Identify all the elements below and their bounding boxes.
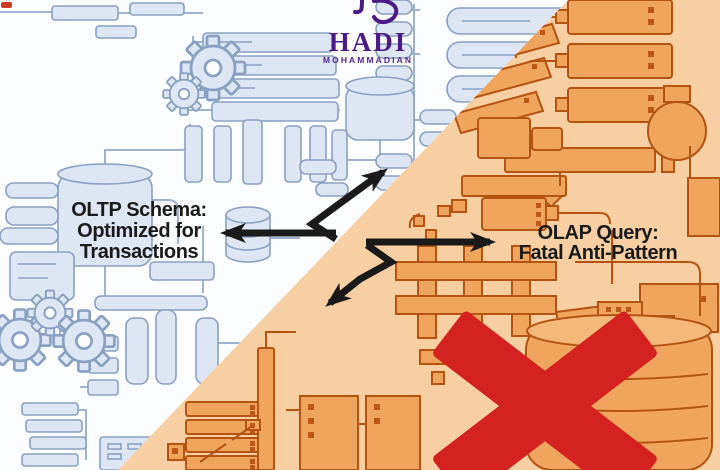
oltp-label-line: Transactions: [79, 241, 199, 263]
olap-label-line: OLAP Query:: [537, 222, 659, 244]
olap-label-line: Fatal Anti-Pattern: [518, 242, 678, 264]
oltp-label: OLTP Schema: Optimized for Transactions: [48, 200, 230, 263]
logo: HADI MOHAMMADIAN: [302, 0, 434, 65]
arrow-down-left-icon: [325, 242, 398, 307]
gear-icon: [52, 309, 116, 373]
flask-icon: [647, 85, 707, 161]
signature-icon: [353, 0, 399, 25]
brand-name: HADI: [328, 27, 408, 57]
oltp-label-line: OLTP Schema:: [71, 199, 207, 221]
corner-mark: [1, 2, 12, 8]
vessel-icon: [345, 76, 415, 141]
tank-icon: [57, 163, 153, 267]
gear-icon: [162, 72, 206, 116]
brand-subtitle: MOHAMMADIAN: [322, 55, 414, 65]
orange-dots: [172, 7, 706, 470]
olap-label: OLAP Query: Fatal Anti-Pattern: [496, 223, 700, 263]
tear-split-icon: [220, 168, 496, 307]
oltp-label-line: Optimized for: [77, 220, 201, 242]
red-x-icon: [433, 311, 657, 470]
